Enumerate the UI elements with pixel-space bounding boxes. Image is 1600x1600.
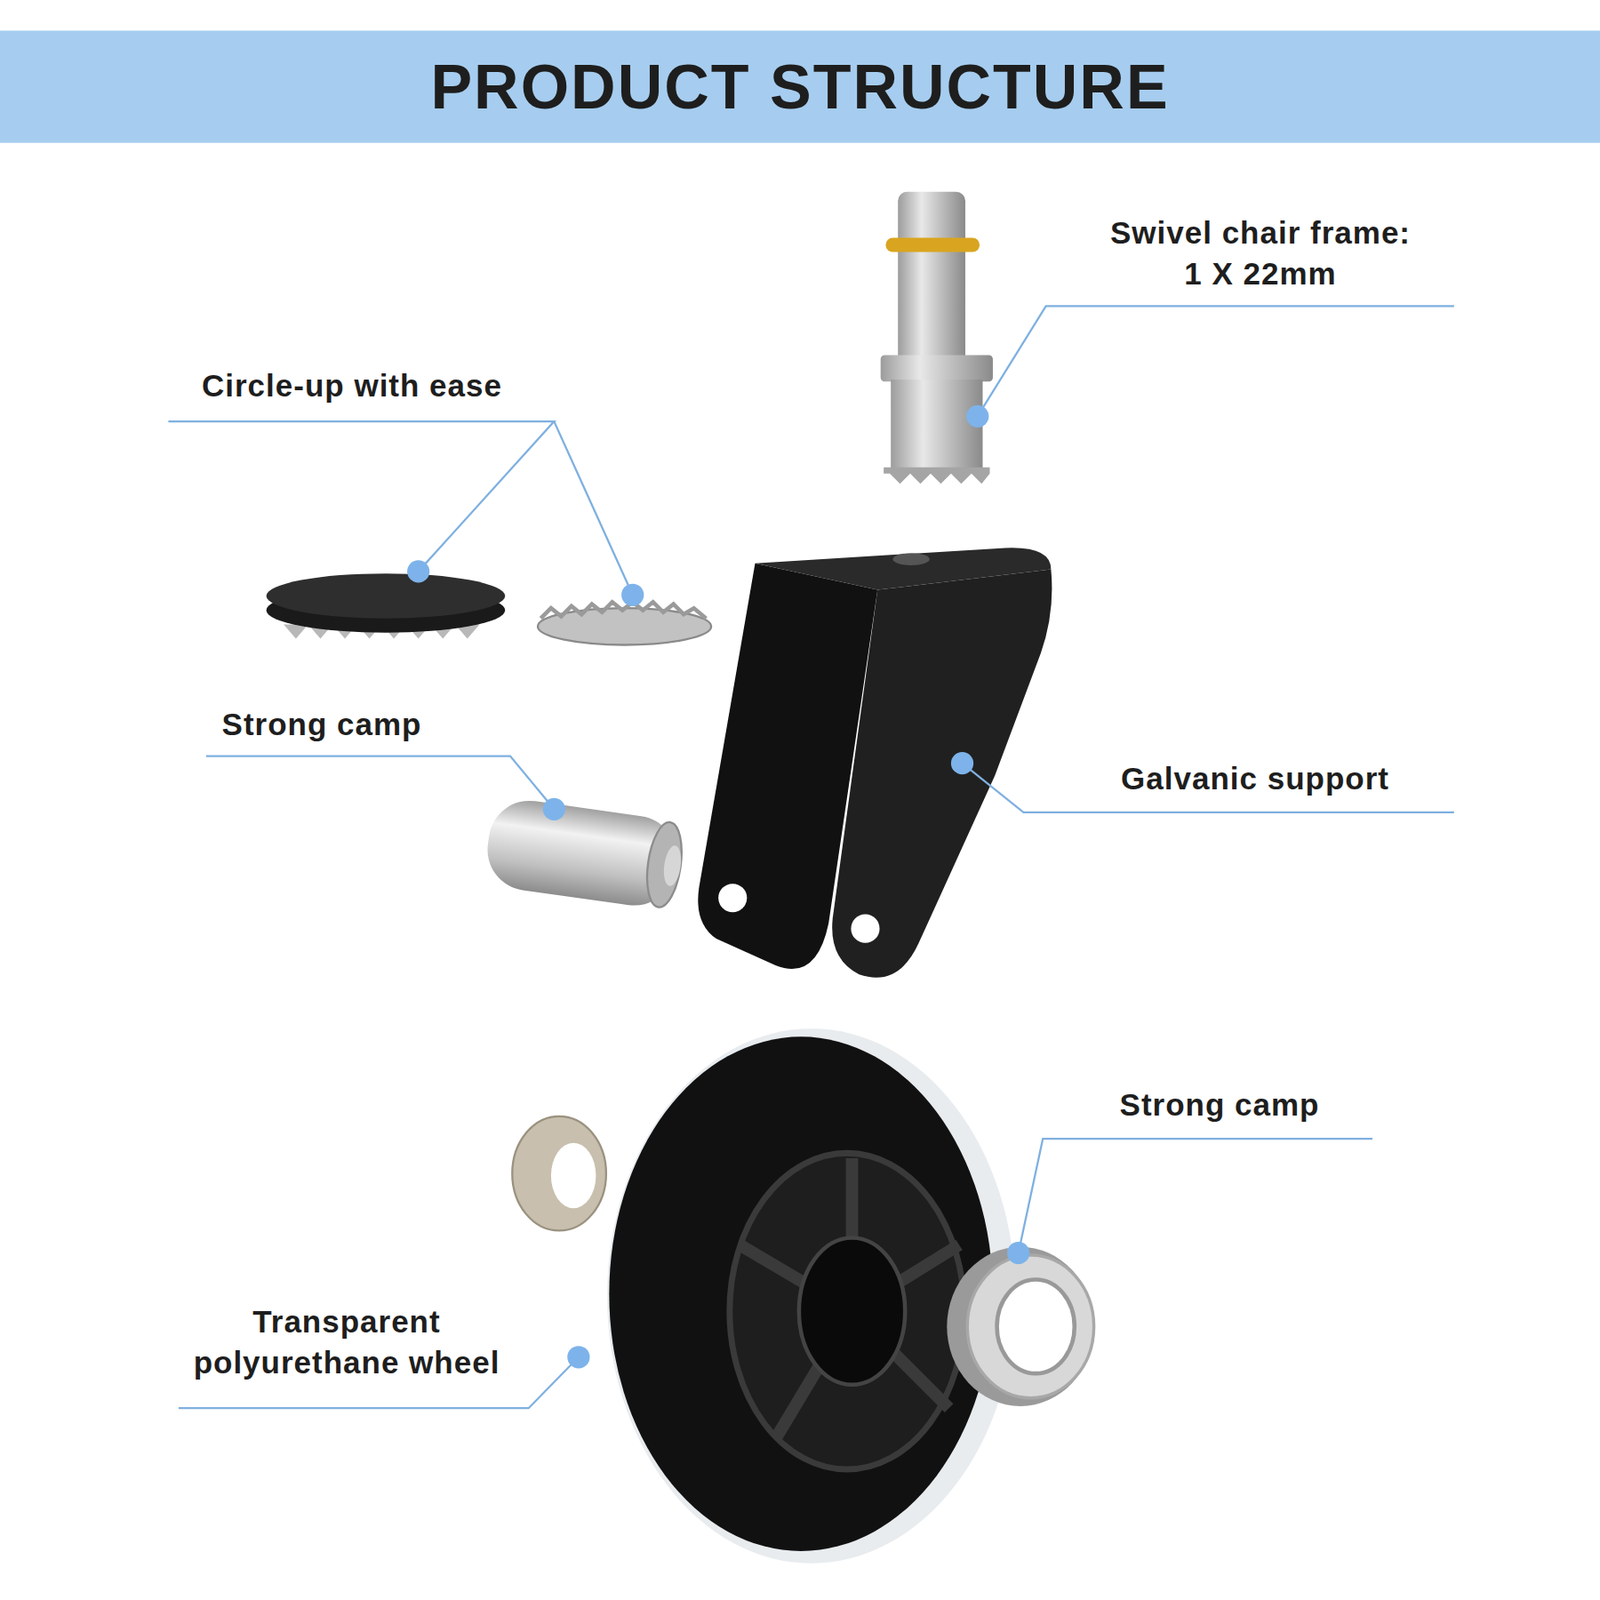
cap <box>266 573 506 639</box>
swivel-stem <box>880 192 993 484</box>
leader-dot <box>543 798 566 821</box>
part-label: Swivel chair frame: 1 X 22mm <box>1107 212 1415 295</box>
bearing-bore <box>997 1280 1075 1375</box>
bracket-hole <box>892 552 929 566</box>
wheel-hub <box>729 1152 965 1470</box>
axle-pin <box>482 795 688 912</box>
stem-lower <box>890 379 983 472</box>
leader-line <box>1018 1138 1373 1254</box>
bracket-left-leg <box>697 563 878 969</box>
bracket-hole <box>718 883 747 912</box>
leader-dot <box>966 405 989 428</box>
leader-dots <box>407 405 1030 1369</box>
part-label: Transparent polyurethane wheel <box>164 1301 529 1384</box>
gold-pin <box>885 237 980 252</box>
cap-top <box>266 573 506 619</box>
leader-dot <box>951 752 974 775</box>
stem-upper <box>897 192 966 366</box>
leader-line <box>206 756 554 810</box>
washer-teeth <box>540 601 706 618</box>
leader-line <box>168 421 554 572</box>
leader-lines <box>168 305 1454 1408</box>
stem-teeth <box>883 467 990 484</box>
bearing-ring <box>512 1116 607 1232</box>
leader-dot <box>1007 1241 1030 1264</box>
leader-dot <box>407 560 430 583</box>
bracket-top <box>754 547 1051 590</box>
bearing-bore <box>551 1143 597 1208</box>
title-band <box>0 30 1600 143</box>
title: PRODUCT STRUCTURE <box>0 49 1600 125</box>
bearing-face <box>967 1255 1094 1399</box>
right-bearing <box>946 1247 1094 1407</box>
leader-line <box>553 421 632 595</box>
part-label: Strong camp <box>188 704 456 745</box>
part-label: Strong camp <box>1086 1084 1353 1126</box>
pin-end <box>641 819 687 910</box>
pin-nub <box>661 844 684 888</box>
part-label: Circle-up with ease <box>165 365 539 407</box>
bracket <box>697 547 1052 977</box>
wheel-axle-hole <box>799 1237 905 1384</box>
wheel-spokes <box>739 1158 960 1440</box>
washer <box>537 601 712 645</box>
bearing-side <box>946 1247 1094 1407</box>
leader-dot <box>621 584 644 607</box>
wheel-tyre <box>608 1036 993 1552</box>
left-bearing <box>512 1116 607 1232</box>
part-label: Galvanic support <box>1086 758 1424 800</box>
leader-line <box>977 305 1455 416</box>
bracket-hole <box>850 914 880 944</box>
stem-flange <box>880 354 993 382</box>
leader-dot <box>567 1345 590 1368</box>
